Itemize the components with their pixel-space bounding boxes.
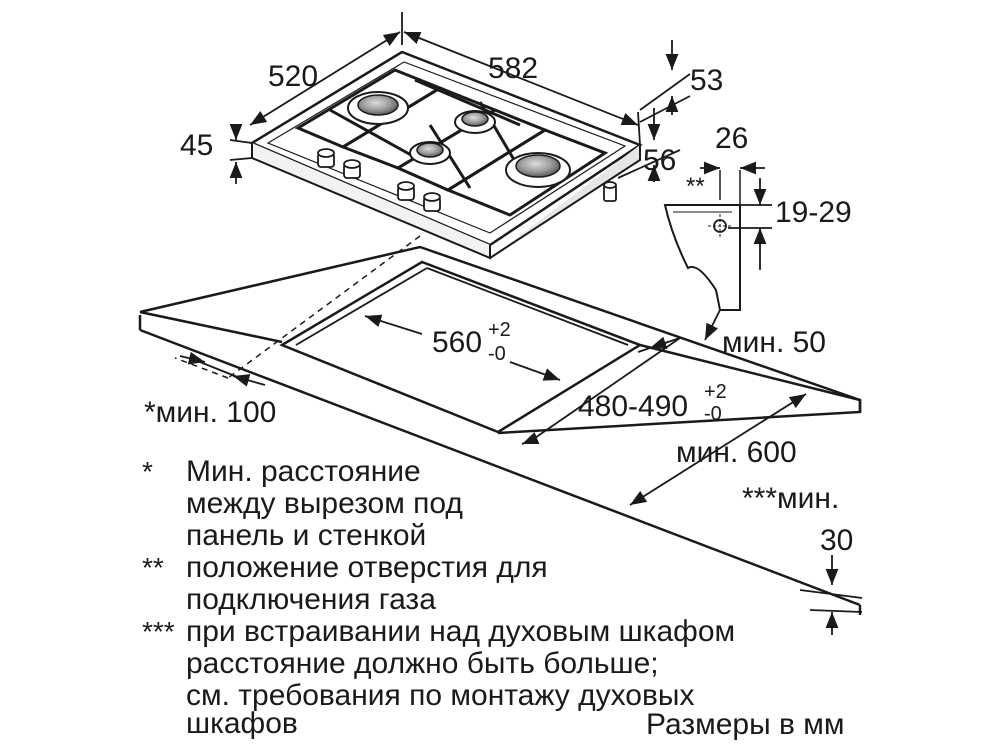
note-3-line-1: при встраивании над духовым шкафом	[186, 615, 736, 648]
hob-front-edge	[251, 143, 491, 260]
worktop-top-back-edge	[139, 245, 861, 402]
dim-min-worktop: мин. 600	[676, 436, 797, 469]
burner-rear-left	[347, 91, 409, 125]
note-3-line-2: расстояние должно быть больше;	[186, 647, 659, 680]
note-1-line-3: панель и стенкой	[186, 519, 427, 552]
dim-cutout-width: 560	[432, 326, 482, 359]
note-3-line-3: см. требования по монтажу духовых	[186, 679, 695, 712]
note-2-marker: **	[142, 552, 164, 583]
dim-cutout-depth-tol-minus: -0	[704, 403, 722, 425]
units-label: Размеры в мм	[646, 708, 845, 741]
dim-cutout-width-tol-plus: +2	[488, 319, 511, 341]
note-1-line-2: между вырезом под	[186, 487, 463, 520]
worktop-front-edge	[139, 328, 861, 607]
note-3-marker: ***	[142, 616, 175, 647]
dimension-lines	[179, 12, 863, 635]
worktop	[138, 245, 862, 615]
gas-connector-detail	[663, 170, 741, 311]
burner-front-right-wok	[505, 152, 571, 188]
dim-min-oven-label: ***мин.	[742, 482, 839, 515]
dim-min-wall: *мин. 100	[144, 396, 276, 429]
dim-gas-height: 19-29	[775, 196, 852, 229]
worktop-back-edge	[139, 310, 283, 344]
note-1-line-1: Мин. расстояние	[186, 455, 421, 488]
note-2-line-1: положение отверстия для	[186, 551, 548, 584]
note-3-line-4: шкафов	[186, 707, 298, 740]
projection-lines	[174, 235, 421, 379]
note-1-marker: *	[142, 456, 153, 487]
burner-front-left	[409, 141, 451, 165]
dim-thickness: 45	[180, 129, 213, 162]
dim-side-offset: 56	[643, 144, 676, 177]
gas-connection-stub	[603, 181, 617, 202]
note-2-line-2: подключения газа	[186, 583, 436, 616]
dim-burner-offset: 53	[690, 64, 723, 97]
dim-min-front: мин. 50	[722, 326, 826, 359]
knob-4	[423, 192, 441, 212]
dim-cutout-depth-tol-plus: +2	[704, 381, 727, 403]
knob-3	[397, 181, 415, 201]
dim-cutout-width-tol-minus: -0	[488, 343, 506, 365]
hob-right-edge	[489, 145, 641, 259]
knob-2	[343, 159, 361, 179]
dim-min-oven-value: 30	[820, 524, 853, 557]
dimension-labels: 520 582 45 53 56 26 19-29 ** 560 +2 -0 4…	[144, 52, 853, 557]
dim-gas-depth: 26	[715, 122, 748, 155]
dim-depth: 520	[268, 60, 318, 93]
dim-cutout-depth: 480-490	[578, 390, 688, 423]
cutout	[279, 260, 643, 434]
control-knobs	[317, 148, 441, 212]
dim-gas-marker: **	[686, 173, 705, 200]
dim-width: 582	[488, 52, 538, 85]
knob-1	[317, 148, 335, 168]
burner-rear-right	[454, 110, 496, 134]
